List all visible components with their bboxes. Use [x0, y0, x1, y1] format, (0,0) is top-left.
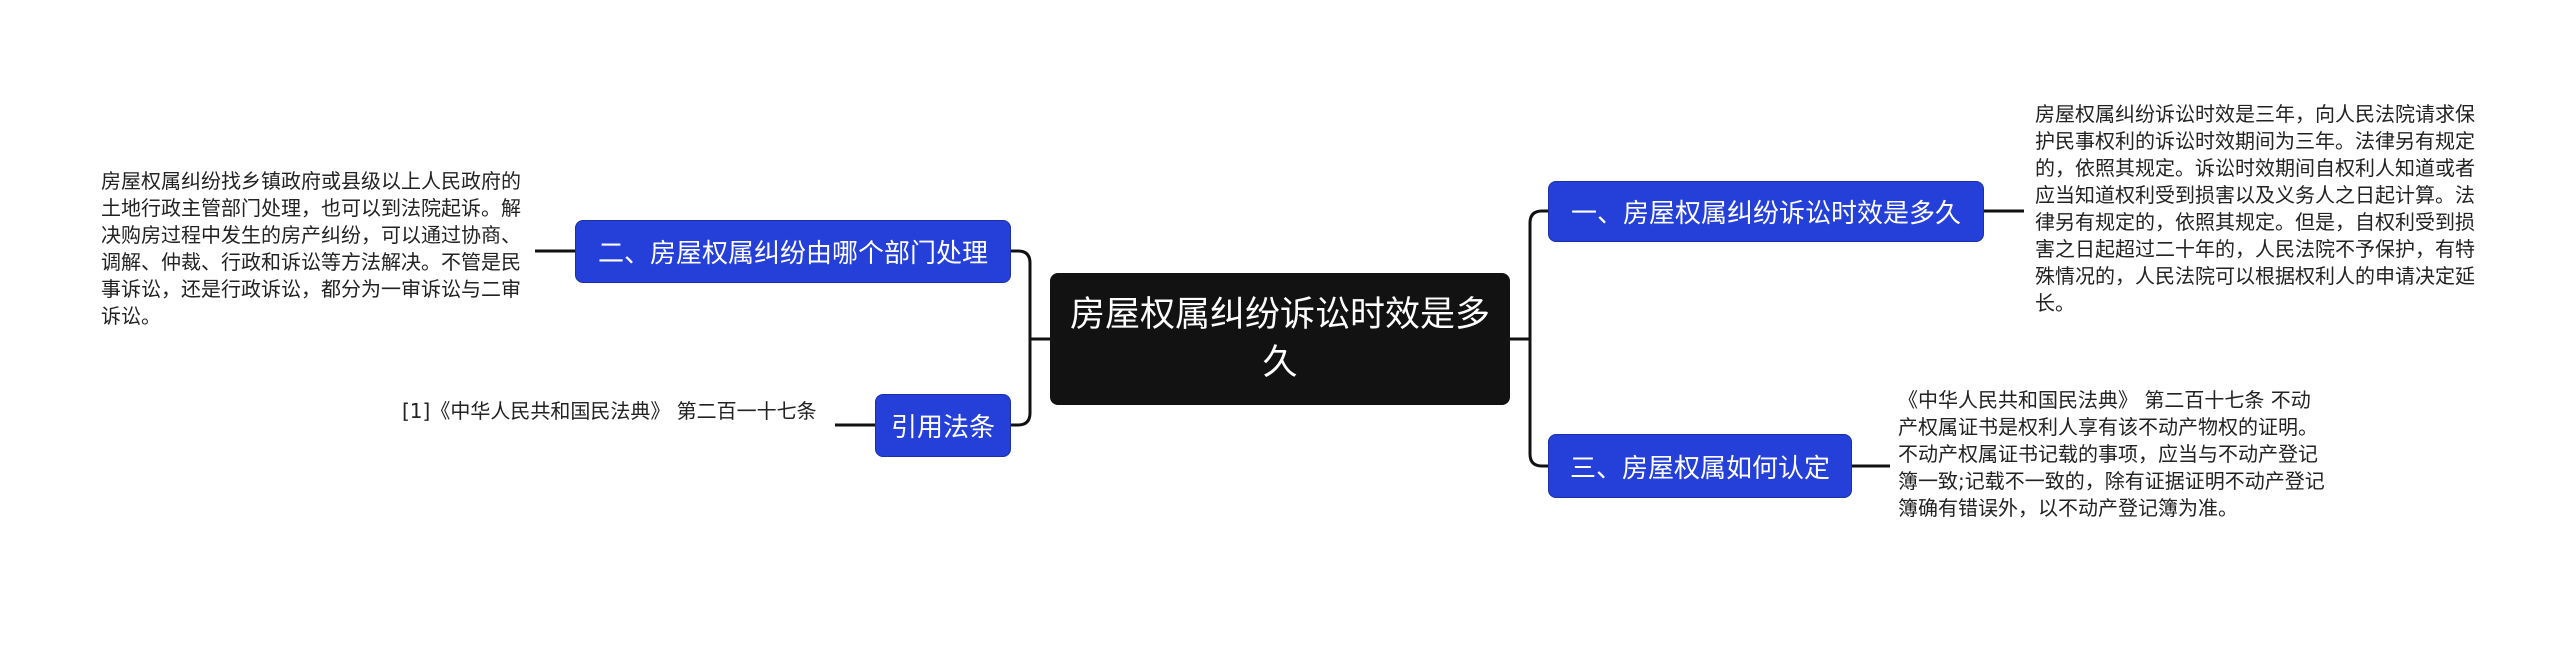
citation-detail: [1]《中华人民共和国民法典》 第二百一十七条	[402, 399, 817, 423]
connector-to-topic-3	[1528, 339, 1548, 468]
root-node[interactable]: 房屋权属纠纷诉讼时效是多久	[1050, 273, 1510, 405]
root-title: 房屋权属纠纷诉讼时效是多久	[1070, 295, 1491, 383]
connector-to-topic-2	[1011, 249, 1032, 339]
topic-2-detail: 房屋权属纠纷找乡镇政府或县级以上人民政府的土地行政主管部门处理，也可以到法院起诉…	[101, 169, 521, 328]
topic-1-label: 一、房屋权属纠纷诉讼时效是多久	[1570, 199, 1961, 229]
citation-label: 引用法条	[890, 413, 995, 443]
connector-to-topic-1	[1528, 209, 1548, 339]
topic-1-detail: 房屋权属纠纷诉讼时效是三年，向人民法院请求保护民事权利的诉讼时效期间为三年。法律…	[2035, 102, 2475, 315]
topic-3-detail: 《中华人民共和国民法典》 第二百十七条 不动产权属证书是权利人享有该不动产物权的…	[1898, 388, 2325, 520]
topic-3-label: 三、房屋权属如何认定	[1569, 453, 1830, 484]
topic-2-label: 二、房屋权属纠纷由哪个部门处理	[597, 239, 988, 269]
citation-node[interactable]: 引用法条	[875, 394, 1011, 457]
connector-to-citation	[1011, 339, 1032, 427]
topic-3-node[interactable]: 三、房屋权属如何认定	[1548, 434, 1852, 498]
topic-2-node[interactable]: 二、房屋权属纠纷由哪个部门处理	[575, 220, 1011, 283]
topic-1-node[interactable]: 一、房屋权属纠纷诉讼时效是多久	[1548, 181, 1984, 242]
